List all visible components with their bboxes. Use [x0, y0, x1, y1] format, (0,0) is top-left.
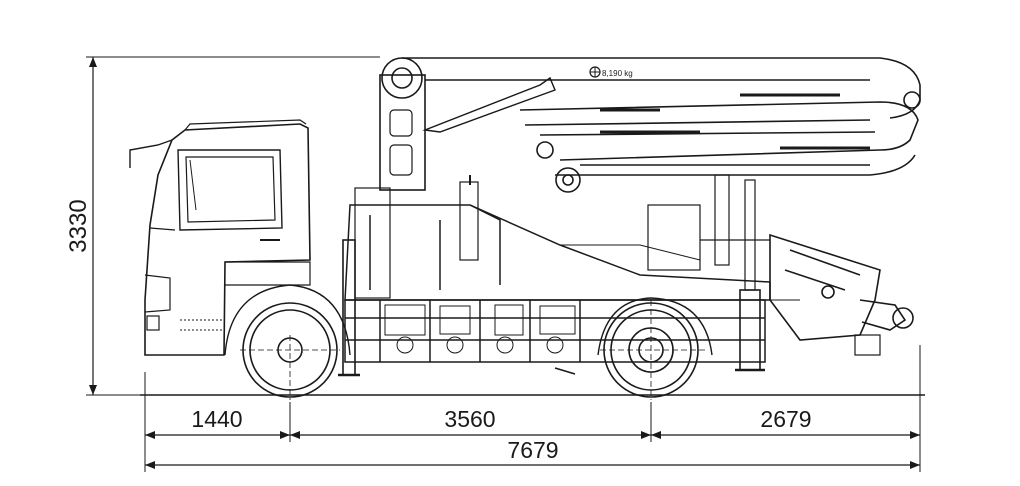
height-dimension-label: 3330	[65, 199, 92, 252]
rear-wheel	[597, 297, 713, 400]
boom-mast	[379, 57, 556, 191]
rear-overhang-label: 2679	[760, 406, 811, 432]
wheelbase-dimension: 3560	[290, 406, 651, 439]
front-overhang-dimension: 1440	[145, 406, 290, 439]
chassis-frame	[344, 299, 766, 363]
front-overhang-label: 1440	[191, 406, 242, 432]
folded-boom	[402, 57, 921, 193]
chassis-details	[180, 299, 800, 375]
outriggers	[338, 239, 765, 377]
rear-hopper	[769, 233, 914, 356]
pump-superstructure	[344, 174, 771, 301]
overall-length-label: 7679	[507, 437, 558, 463]
load-label: 8,190 kg	[602, 69, 633, 78]
front-wheel	[224, 284, 351, 400]
wheelbase-label: 3560	[444, 406, 495, 432]
rear-overhang-dimension: 2679	[651, 406, 920, 439]
dimension-extension-lines	[144, 345, 921, 472]
height-dimension: 3330	[65, 56, 380, 396]
truck-cab	[129, 119, 311, 356]
overall-length-dimension: 7679	[145, 437, 920, 469]
